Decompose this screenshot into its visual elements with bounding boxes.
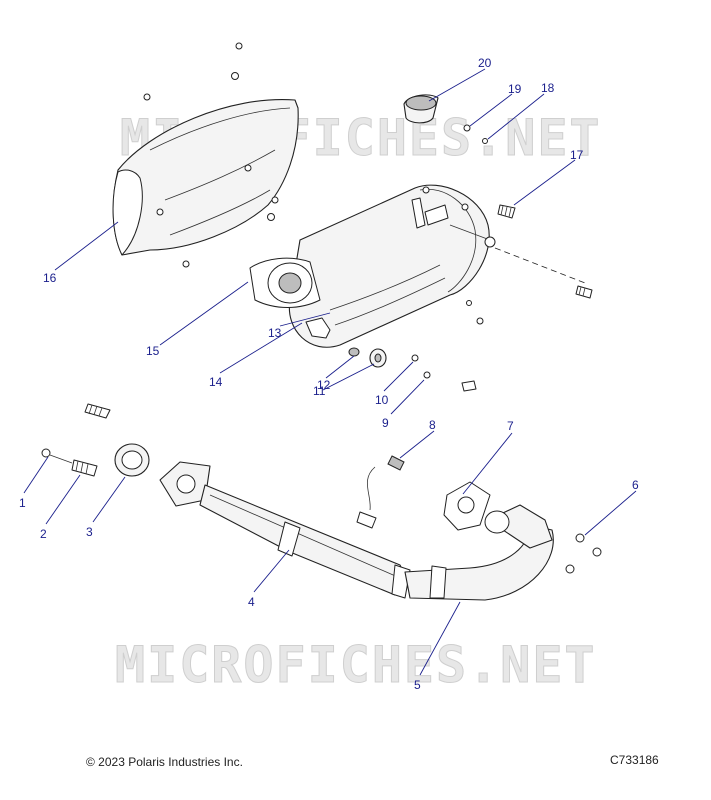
callout-5: 5 (414, 678, 421, 692)
bolts-6-part (565, 533, 602, 574)
bolt-9-part (423, 371, 431, 379)
gasket-3-part (114, 443, 150, 477)
callout-15: 15 (146, 344, 160, 358)
spring-upper-left-part (84, 403, 111, 419)
muffler-part (249, 184, 586, 348)
callout-7: 7 (507, 419, 514, 433)
shield-fasteners (143, 42, 279, 268)
callout-12: 12 (317, 378, 331, 392)
clip-part (476, 317, 484, 325)
callout-9: 9 (382, 416, 389, 430)
callout-6: 6 (632, 478, 639, 492)
screw-18-part (482, 138, 488, 144)
callout-4: 4 (248, 595, 255, 609)
spring-lower-part (575, 285, 593, 299)
washer-10-part (411, 354, 419, 362)
callout-8: 8 (429, 418, 436, 432)
heat-shield-part (112, 98, 299, 256)
leader-lines (23, 68, 637, 676)
grommet-11-part (369, 348, 387, 368)
o2-sensor-8-part (356, 455, 405, 529)
spring-mid-part (461, 380, 477, 392)
callout-2: 2 (40, 527, 47, 541)
spring-2-part (71, 459, 98, 477)
copyright-text: © 2023 Polaris Industries Inc. (86, 755, 243, 769)
pin-part (466, 300, 472, 306)
washer-12-part (348, 347, 360, 357)
callout-17: 17 (570, 148, 584, 162)
callout-3: 3 (86, 525, 93, 539)
bolt-19-part (463, 124, 471, 132)
drawing-id-text: C733186 (610, 753, 659, 767)
mid-pipe-part (404, 504, 554, 601)
head-pipe-part (159, 461, 411, 599)
callout-18: 18 (541, 81, 555, 95)
callout-13: 13 (268, 326, 282, 340)
spring-17-part (497, 204, 516, 219)
end-cap-part (403, 94, 439, 124)
callout-labels: 1 2 3 4 5 6 7 8 9 10 11 12 13 14 15 16 1… (19, 56, 639, 692)
muffler-bracket-part (305, 317, 331, 339)
watermark-bottom: MICROFICHES.NET (115, 636, 597, 694)
flange-gasket-7-part (443, 481, 491, 531)
callout-11: 11 (313, 384, 326, 398)
callout-14: 14 (209, 375, 223, 389)
bolt-1-part (41, 448, 73, 464)
callout-19: 19 (508, 82, 522, 96)
callout-10: 10 (375, 393, 389, 407)
callout-20: 20 (478, 56, 492, 70)
callout-1: 1 (19, 496, 26, 510)
callout-16: 16 (43, 271, 57, 285)
